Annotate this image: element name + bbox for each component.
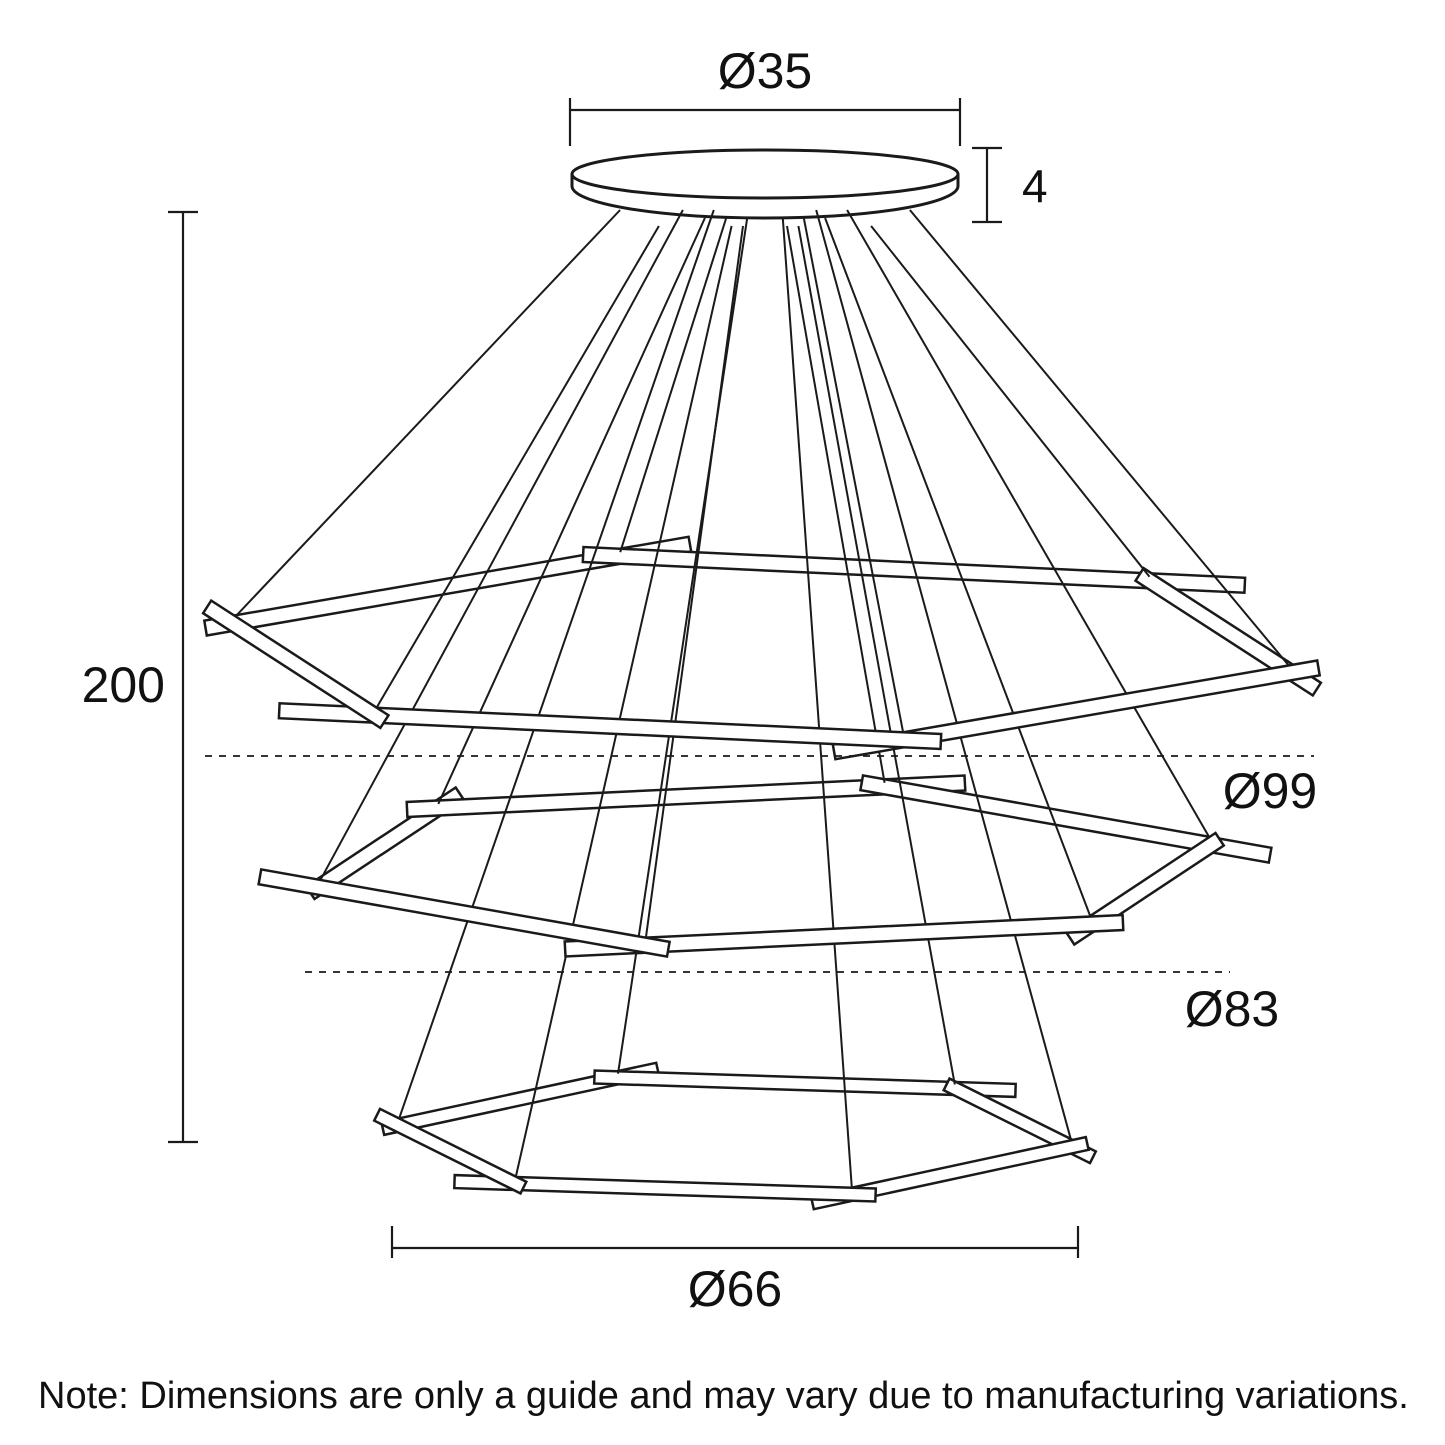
cable-line [514,225,733,1180]
cable-line [617,217,749,1074]
light-bar [257,867,672,959]
cable-line [846,209,1213,842]
canopy [570,148,960,220]
cable-line [644,225,744,942]
light-bar [858,773,1273,865]
light-bar [405,774,967,819]
cable-line [797,225,956,1085]
note-text: Note: Dimensions are only a guide and ma… [38,1375,1409,1417]
suspension-cables [231,209,1293,1191]
tier2-diameter-label: Ø83 [1185,981,1280,1037]
dim-tier1-diameter: Ø99 [205,755,1318,819]
dim-tier2-diameter: Ø83 [305,971,1280,1037]
tier3-diameter-label: Ø66 [688,1261,783,1317]
canopy-bottom-arc [570,174,960,220]
light-bar [563,913,1125,958]
cable-line [815,209,1073,1144]
cable-line [231,209,621,621]
cable-line [373,225,660,712]
cable-line [786,225,886,783]
cable-line [802,217,905,736]
light-bar [809,1135,1091,1211]
light-bar [372,1107,528,1196]
light-bar [201,598,391,730]
canopy-height-label: 4 [1022,160,1048,212]
dim-canopy-height: 4 [972,146,1048,224]
cable-line [317,209,684,884]
light-bar [453,1173,878,1203]
overall-height-label: 200 [82,657,165,713]
canopy-top-ellipse [570,148,960,200]
light-bar [592,1069,1017,1099]
cable-line [824,217,1093,921]
cable-line [870,225,1151,578]
canopy-diameter-label: Ø35 [718,43,813,99]
cable-line [909,209,1293,670]
dim-overall-height: 200 [82,210,198,1144]
dim-tier3-diameter: Ø66 [390,1226,1080,1317]
light-bar [277,701,943,751]
light-bar [379,1061,661,1137]
light-bar [1133,566,1323,698]
cable-line [781,217,853,1191]
tier-bars-front [201,598,1322,1211]
cable-line [397,209,715,1122]
cable-line [437,217,706,805]
light-bar [831,659,1322,761]
tier1-diameter-label: Ø99 [1223,763,1318,819]
cable-line [619,217,728,553]
dim-canopy-diameter: Ø35 [568,43,962,146]
tier-bars-back [202,535,1323,1165]
